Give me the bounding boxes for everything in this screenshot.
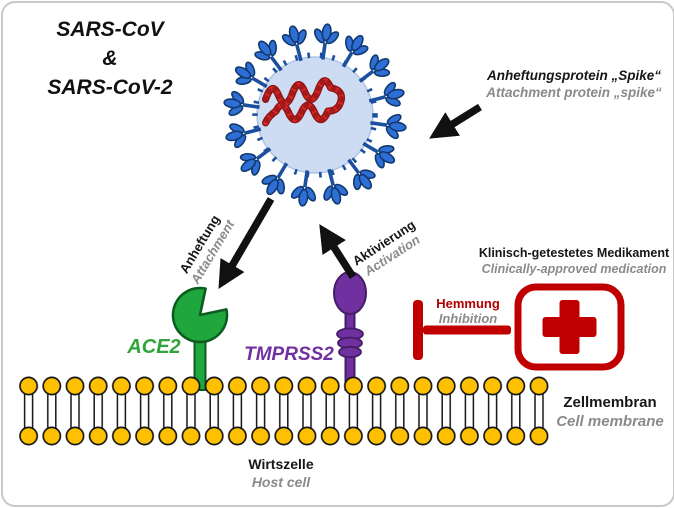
medication-box: [514, 283, 625, 371]
rna-genome: [261, 77, 346, 127]
medication-label-de: Klinisch-getestetes Medikament: [478, 246, 670, 260]
membrane-label-de: Zellmembran: [563, 394, 657, 411]
title-line-1: SARS-CoV: [56, 18, 164, 41]
spike-protein-icon: [368, 81, 405, 107]
spike-label-en: Attachment protein „spike“: [486, 85, 662, 100]
spike-protein-icon: [225, 123, 262, 149]
host-cell-label-group: Wirtszelle Host cell: [209, 455, 353, 491]
spike-protein-icon: [261, 162, 289, 196]
tmprss2-receptor: [333, 271, 367, 391]
medical-cross-icon: [542, 300, 597, 354]
spike-protein-icon: [362, 141, 396, 169]
spike-protein-icon: [234, 61, 268, 89]
spike-protein-icon: [370, 113, 407, 140]
virus-particle: [223, 23, 407, 207]
attachment-arrow: [218, 197, 275, 289]
spike-protein-icon: [323, 168, 349, 205]
ace2-label: ACE2: [127, 336, 181, 358]
title-line-3: SARS-CoV-2: [47, 76, 173, 99]
cell-membrane: [17, 376, 550, 446]
host-cell-label-de: Wirtszelle: [248, 456, 314, 472]
spike-protein-icon: [281, 25, 307, 62]
diagram-title: SARS-CoV & SARS-CoV-2: [25, 15, 195, 102]
spike-protein-icon: [313, 23, 340, 60]
spike-protein-icon: [358, 54, 391, 83]
medication-label-en: Clinically-approved medication: [481, 262, 667, 276]
inhibition-label-de: Hemmung: [436, 296, 500, 311]
spike-protein-icon: [347, 158, 376, 191]
virus-spikes: [223, 23, 407, 207]
spike-protein-icon: [290, 170, 317, 207]
diagram-graphics: [17, 23, 625, 446]
spike-pointer-arrow: [429, 103, 482, 139]
spike-protein-icon: [223, 90, 260, 117]
membrane-label-group: Zellmembran Cell membrane: [549, 393, 671, 431]
title-line-2: &: [102, 47, 118, 70]
membrane-label-en: Cell membrane: [556, 413, 664, 430]
spike-protein-icon: [239, 147, 272, 176]
spike-protein-label: Anheftungsprotein „Spike“ Attachment pro…: [475, 67, 673, 101]
medication-label-group: Klinisch-getestetes Medikament Clinicall…: [474, 245, 673, 277]
tmprss2-label: TMPRSS2: [244, 344, 334, 365]
spike-protein-icon: [254, 39, 283, 72]
host-cell-label-en: Host cell: [251, 474, 311, 490]
spike-label-de: Anheftungsprotein „Spike“: [486, 68, 661, 83]
spike-protein-icon: [341, 34, 369, 68]
inhibition-tbar: [413, 300, 511, 360]
inhibition-label-en: Inhibition: [438, 311, 498, 326]
inhibition-label-group: Hemmung Inhibition: [416, 296, 520, 326]
virus-envelope-ring: [252, 52, 378, 178]
activation-arrow: [319, 224, 357, 280]
